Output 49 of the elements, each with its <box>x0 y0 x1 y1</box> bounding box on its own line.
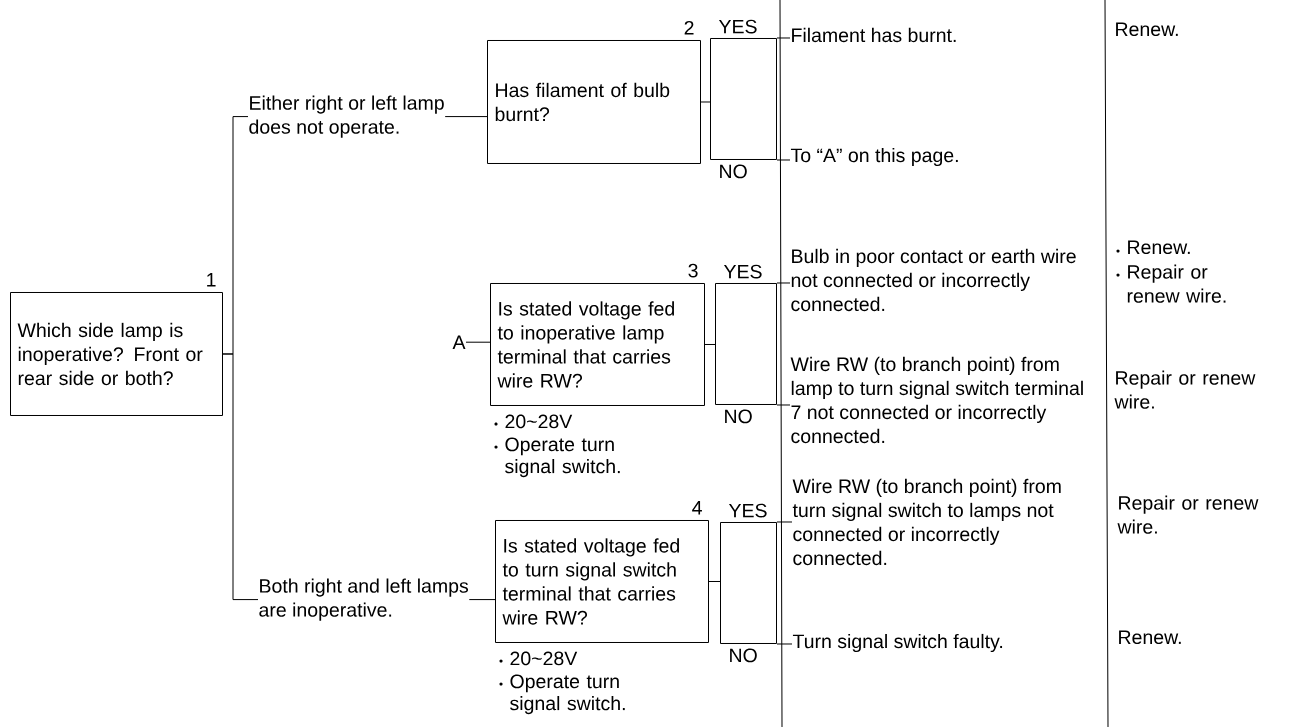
connector-line <box>776 521 793 523</box>
connector-line <box>704 344 716 345</box>
question-box: Has filament of bulb burnt? <box>487 40 701 164</box>
step-number: 3 <box>688 263 698 278</box>
cause-text: Wire RW (to branch point) from turn signal switch to lamps not connected or incorrectly connected. <box>792 478 1061 566</box>
cause-text: Filament has burnt. <box>792 27 956 43</box>
step-number: 2 <box>684 20 694 35</box>
connector-line <box>465 341 491 343</box>
remedy-text: Repair or renew wire. <box>1117 495 1259 534</box>
connector-line <box>708 581 721 582</box>
condition-text: Both right and left lamps are inoperative. <box>259 578 469 621</box>
condition-note: Operate turn signal switch. <box>505 437 620 478</box>
edge-label: NO <box>725 409 752 424</box>
edge-label: YES <box>718 19 757 34</box>
decision-box <box>720 522 777 644</box>
cause-text: Bulb in poor contact or earth wire not connected or incorrectly connected. <box>791 248 1076 312</box>
edge-label: YES <box>723 264 762 279</box>
connector-line <box>776 282 791 284</box>
decision-box <box>715 283 777 405</box>
remedy-text: Repair or renew wire. <box>1127 264 1226 303</box>
step-number: 1 <box>207 273 216 287</box>
condition-note: 20~28V <box>510 651 578 666</box>
cause-text: To “A” on this page. <box>790 147 958 167</box>
connector-line <box>700 101 711 103</box>
edge-label: NO <box>730 648 757 663</box>
connector-line <box>776 159 791 161</box>
connector-line <box>776 643 793 645</box>
decision-box <box>710 38 777 160</box>
condition-text: Either right or left lamp does not operate. <box>249 95 444 138</box>
connector-line <box>468 599 496 601</box>
cause-text: Wire RW (to branch point) from lamp to turn signal switch terminal 7 not connected or incorrectly connected. <box>790 356 1083 444</box>
connector-line <box>444 116 488 118</box>
connector-line <box>776 404 791 406</box>
remedy-text: Renew. <box>1119 630 1181 645</box>
question-box: Is stated voltage fed to turn signal switch terminal that carries wire RW? <box>495 520 709 643</box>
connector-line <box>776 37 791 39</box>
question-box: Which side lamp is inoperative? Front or rear side or both? <box>10 292 223 416</box>
condition-note: 20~28V <box>505 414 573 429</box>
edge-label: NO <box>720 164 747 179</box>
question-box: Is stated voltage fed to inoperative lamp terminal that carries wire RW? <box>490 283 705 406</box>
remedy-text: Renew. <box>1116 22 1178 37</box>
connector-line <box>222 353 259 601</box>
remedy-text: Repair or renew wire. <box>1114 370 1256 409</box>
edge-label: YES <box>728 503 767 518</box>
step-number: 4 <box>692 501 702 515</box>
condition-note: Operate turn signal switch. <box>510 674 625 715</box>
cause-text: Turn signal switch faulty. <box>792 633 1003 653</box>
condition-text: A <box>452 335 466 349</box>
remedy-text: Renew. <box>1128 240 1190 255</box>
